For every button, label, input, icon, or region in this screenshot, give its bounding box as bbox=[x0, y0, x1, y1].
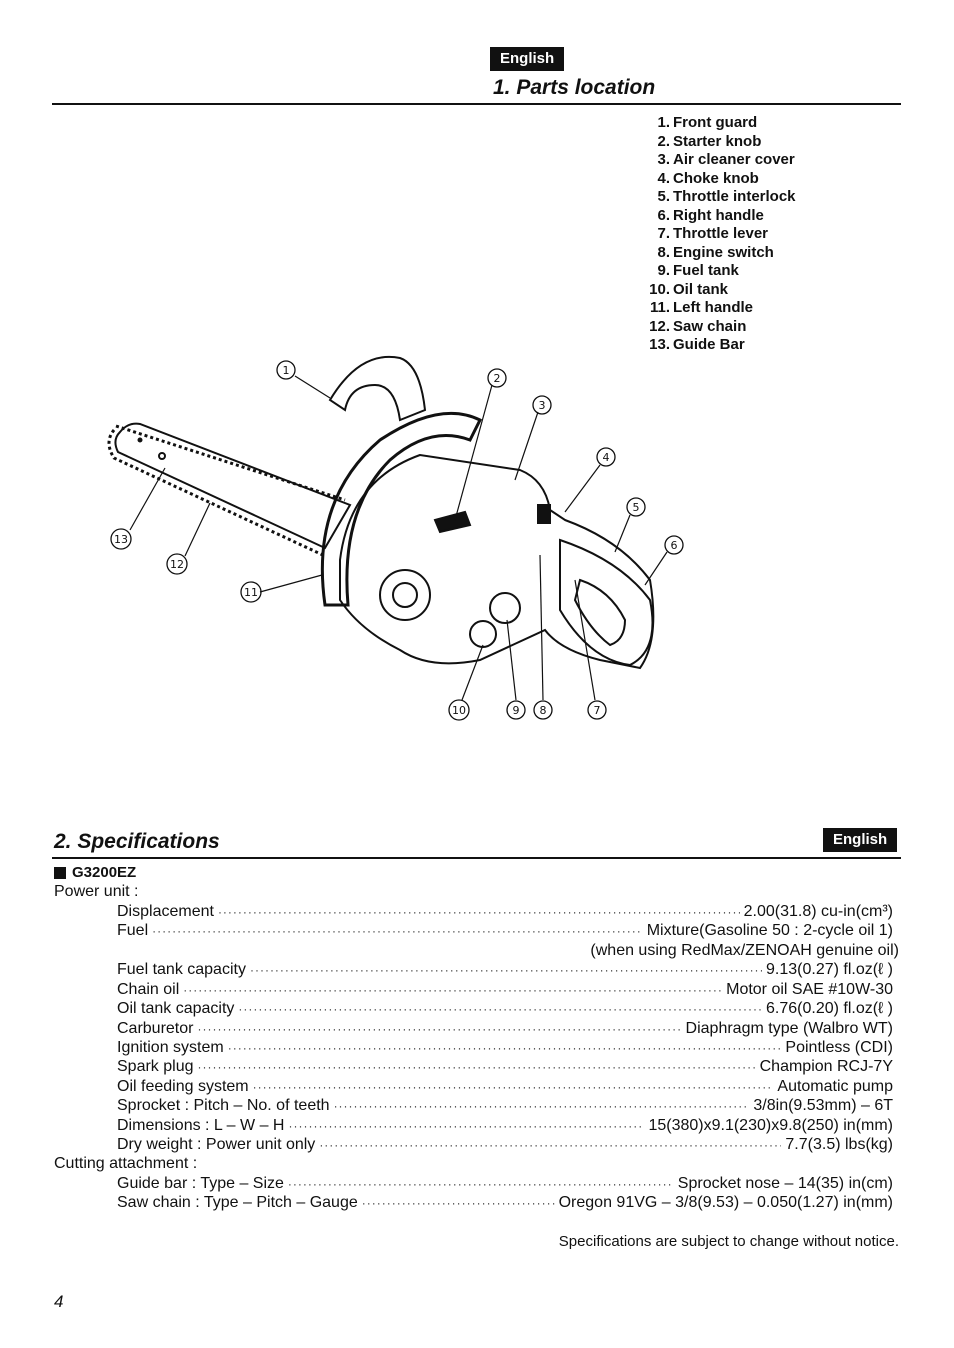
oil-cap-shape bbox=[469, 620, 497, 648]
page-number: 4 bbox=[54, 1292, 64, 1311]
callout-5: 5 bbox=[633, 501, 640, 514]
parts-list-item: 12.Saw chain bbox=[649, 317, 747, 335]
callout-10: 10 bbox=[452, 704, 466, 717]
spec-row: Saw chain : Type – Pitch – GaugeOregon 9… bbox=[117, 1194, 893, 1212]
callout-6: 6 bbox=[671, 539, 678, 552]
spec-row: Spark plugChampion RCJ-7Y bbox=[117, 1058, 893, 1076]
spec-row: Guide bar : Type – SizeSprocket nose – 1… bbox=[117, 1175, 893, 1193]
spec-row: FuelMixture(Gasoline 50 : 2-cycle oil 1) bbox=[117, 922, 893, 940]
parts-list-item: 3.Air cleaner cover bbox=[657, 151, 795, 168]
parts-list-item: 8.Engine switch bbox=[657, 243, 774, 261]
spec-row: Dimensions : L – W – H15(380)x9.1(230)x9… bbox=[117, 1117, 893, 1135]
parts-list-item: 1.Front guard bbox=[657, 114, 758, 131]
callout-9: 9 bbox=[513, 704, 520, 717]
parts-list-item: 11.Left handle bbox=[649, 299, 754, 316]
callout-1: 1 bbox=[283, 364, 290, 377]
chainsaw-illustration: 1 2 3 4 5 6 7 8 9 10 11 12 13 bbox=[107, 355, 684, 721]
spec-row: Oil tank capacity6.76(0.20) fl.oz(ℓ ) bbox=[117, 1000, 893, 1018]
spec-row: Dry weight : Power unit only7.7(3.5) lbs… bbox=[117, 1136, 893, 1154]
section-title-specifications: 2. Specifications bbox=[54, 830, 220, 853]
parts-list: 1.Front guard 2.Starter knob 3.Air clean… bbox=[640, 114, 796, 355]
callout-13: 13 bbox=[114, 533, 128, 546]
spec-row: Displacement2.00(31.8) cu-in(cm³) bbox=[117, 903, 893, 921]
starter-cover-shape bbox=[379, 569, 431, 621]
callout-4: 4 bbox=[603, 451, 610, 464]
specs-note: Specifications are subject to change wit… bbox=[558, 1233, 899, 1250]
spec-row: Fuel tank capacity9.13(0.27) fl.oz(ℓ ) bbox=[117, 961, 893, 979]
saw-chain-shape bbox=[107, 424, 346, 558]
rear-handle-shape bbox=[559, 538, 654, 667]
front-guard-shape bbox=[328, 355, 427, 422]
guide-bar-shape bbox=[114, 422, 352, 550]
spec-row: Sprocket : Pitch – No. of teeth3/8in(9.5… bbox=[117, 1097, 893, 1115]
left-handle-shape bbox=[320, 411, 483, 607]
parts-list-item: 10.Oil tank bbox=[649, 280, 729, 298]
parts-list-item: 2.Starter knob bbox=[657, 132, 762, 150]
specs-rule bbox=[52, 857, 901, 859]
spec-row: Ignition systemPointless (CDI) bbox=[117, 1039, 893, 1057]
spec-row-continuation: (when using RedMax/ZENOAH genuine oil) bbox=[590, 942, 899, 959]
parts-list-item: 13.Guide Bar bbox=[649, 336, 745, 353]
model-heading: G3200EZ bbox=[54, 864, 136, 881]
parts-list-item: 4.Choke knob bbox=[657, 169, 759, 187]
cutting-attachment-label: Cutting attachment : bbox=[54, 1155, 198, 1172]
parts-list-item: 7.Throttle lever bbox=[657, 225, 769, 242]
header-rule bbox=[52, 103, 901, 105]
language-badge: English bbox=[490, 47, 565, 71]
language-badge-2: English bbox=[823, 828, 898, 852]
power-unit-label: Power unit : bbox=[54, 883, 139, 900]
parts-list-item: 9.Fuel tank bbox=[657, 262, 739, 279]
callout-11: 11 bbox=[244, 586, 258, 599]
parts-list-item: 6.Right handle bbox=[657, 206, 764, 224]
section-title-parts-location: 1. Parts location bbox=[493, 76, 656, 99]
fuel-cap-shape bbox=[489, 592, 521, 624]
callout-8: 8 bbox=[540, 704, 547, 717]
bullet-square-icon bbox=[54, 866, 66, 879]
spec-row: CarburetorDiaphragm type (Walbro WT) bbox=[117, 1020, 893, 1038]
spec-row: Oil feeding systemAutomatic pump bbox=[117, 1078, 893, 1096]
callout-2: 2 bbox=[494, 372, 501, 385]
callout-12: 12 bbox=[170, 558, 184, 571]
spec-row: Chain oilMotor oil SAE #10W-30 bbox=[117, 981, 893, 999]
parts-list-item: 5.Throttle interlock bbox=[657, 188, 796, 205]
callout-3: 3 bbox=[539, 399, 546, 412]
callout-7: 7 bbox=[594, 704, 601, 717]
